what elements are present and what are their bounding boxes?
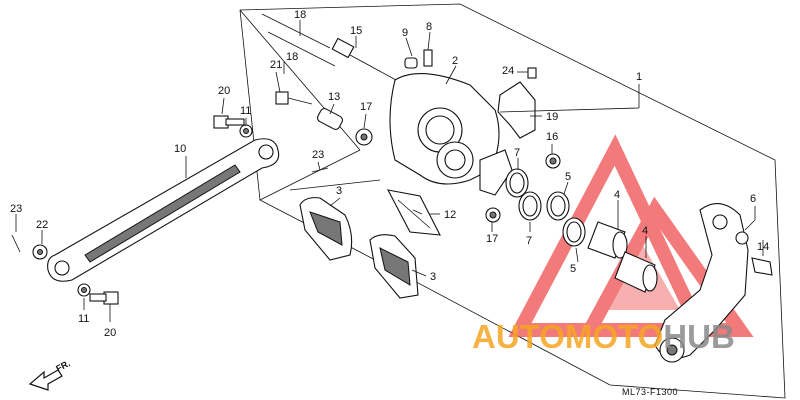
caliper-bracket-6-part — [654, 203, 749, 363]
callout-21: 21 — [270, 59, 282, 71]
cotter-pin-left-part — [11, 234, 21, 253]
torque-rod-part — [47, 138, 280, 282]
callout-7-lower: 7 — [526, 235, 532, 247]
callout-16: 16 — [546, 131, 558, 143]
direction-label: FR. — [54, 358, 71, 374]
watermark-part1: AUTOMOTO — [472, 318, 663, 355]
callout-4-upper: 4 — [614, 189, 620, 201]
callout-18-lower: 18 — [286, 51, 298, 63]
castle-nut-22-part — [32, 244, 48, 260]
callout-11-lower: 11 — [78, 313, 89, 325]
callout-4-lower: 4 — [642, 225, 648, 237]
callout-19: 19 — [546, 111, 558, 123]
nut-11-top-part — [239, 124, 253, 138]
bolt-20-bottom-part — [89, 291, 119, 305]
callout-15: 15 — [350, 25, 362, 37]
piston-4-top-part — [587, 221, 628, 259]
callout-24: 24 — [502, 65, 514, 77]
brake-pad-3-top-part — [299, 197, 353, 261]
callout-13: 13 — [328, 91, 340, 103]
callout-22: 22 — [36, 219, 48, 231]
callout-5-upper: 5 — [565, 171, 571, 183]
spring-bracket-19-part — [497, 81, 536, 139]
diagram-code: ML73-F1300 — [622, 387, 678, 397]
callout-3-lower: 3 — [430, 271, 436, 283]
caliper-body-part — [389, 73, 513, 196]
seal-5-bottom-part — [562, 217, 586, 247]
watermark-part2: HUB — [663, 318, 735, 355]
piston-4-bottom-part — [614, 251, 658, 293]
frame-edge — [259, 149, 361, 201]
seal-5-top-part — [546, 191, 570, 221]
seal-7-top-part — [505, 168, 529, 198]
boot-17-bottom-part — [485, 207, 501, 223]
retainer-clip-14-part — [751, 257, 773, 276]
callout-1: 1 — [636, 71, 642, 83]
bolt-20-top-part — [213, 115, 245, 129]
bleeder-cap-9-part — [404, 57, 418, 69]
callout-10: 10 — [174, 143, 186, 155]
callout-8: 8 — [426, 21, 432, 33]
callout-6: 6 — [750, 193, 756, 205]
callout-12: 12 — [444, 209, 456, 221]
callout-23-left: 23 — [10, 203, 22, 215]
callout-2: 2 — [452, 55, 458, 67]
seal-7-bottom-part — [518, 191, 542, 221]
callout-9: 9 — [402, 27, 408, 39]
screw-24-part — [527, 67, 537, 79]
brake-pad-3-bottom-part — [369, 234, 419, 299]
boot-17-top-part — [355, 128, 373, 146]
callout-11-upper: 11 — [240, 105, 251, 117]
callout-5-lower: 5 — [570, 263, 576, 275]
callout-18-upper: 18 — [294, 9, 306, 21]
pad-spring-12-part — [386, 189, 441, 236]
callout-7-upper: 7 — [514, 147, 520, 159]
boot-16-part — [545, 153, 561, 169]
pad-pin-18-part — [261, 13, 336, 67]
bleeder-8-part — [423, 49, 433, 67]
leader-lines — [15, 20, 764, 322]
callout-17-upper: 17 — [360, 101, 372, 113]
watermark-text: AUTOMOTOHUB — [472, 318, 735, 355]
callout-3-upper: 3 — [336, 185, 342, 197]
sleeve-13-part — [316, 108, 344, 130]
front-direction-arrow-icon: FR. — [28, 358, 72, 391]
callout-labels: 1 2 3 3 4 4 5 5 6 7 7 8 9 10 11 11 12 13… — [10, 9, 769, 339]
slide-pin-15-part — [331, 37, 397, 81]
callout-20-lower: 20 — [104, 327, 116, 339]
callout-23-right: 23 — [312, 149, 324, 161]
callout-14: 14 — [757, 241, 769, 253]
nut-11-bottom-part — [77, 283, 91, 297]
svg-text:AUTOMOTOHUB: AUTOMOTOHUB — [472, 318, 735, 355]
frame-edge — [289, 179, 381, 191]
callout-20-upper: 20 — [218, 85, 230, 97]
callout-17-lower: 17 — [486, 233, 498, 245]
bolt-21-part — [275, 91, 313, 105]
assembly-frame — [239, 3, 786, 399]
